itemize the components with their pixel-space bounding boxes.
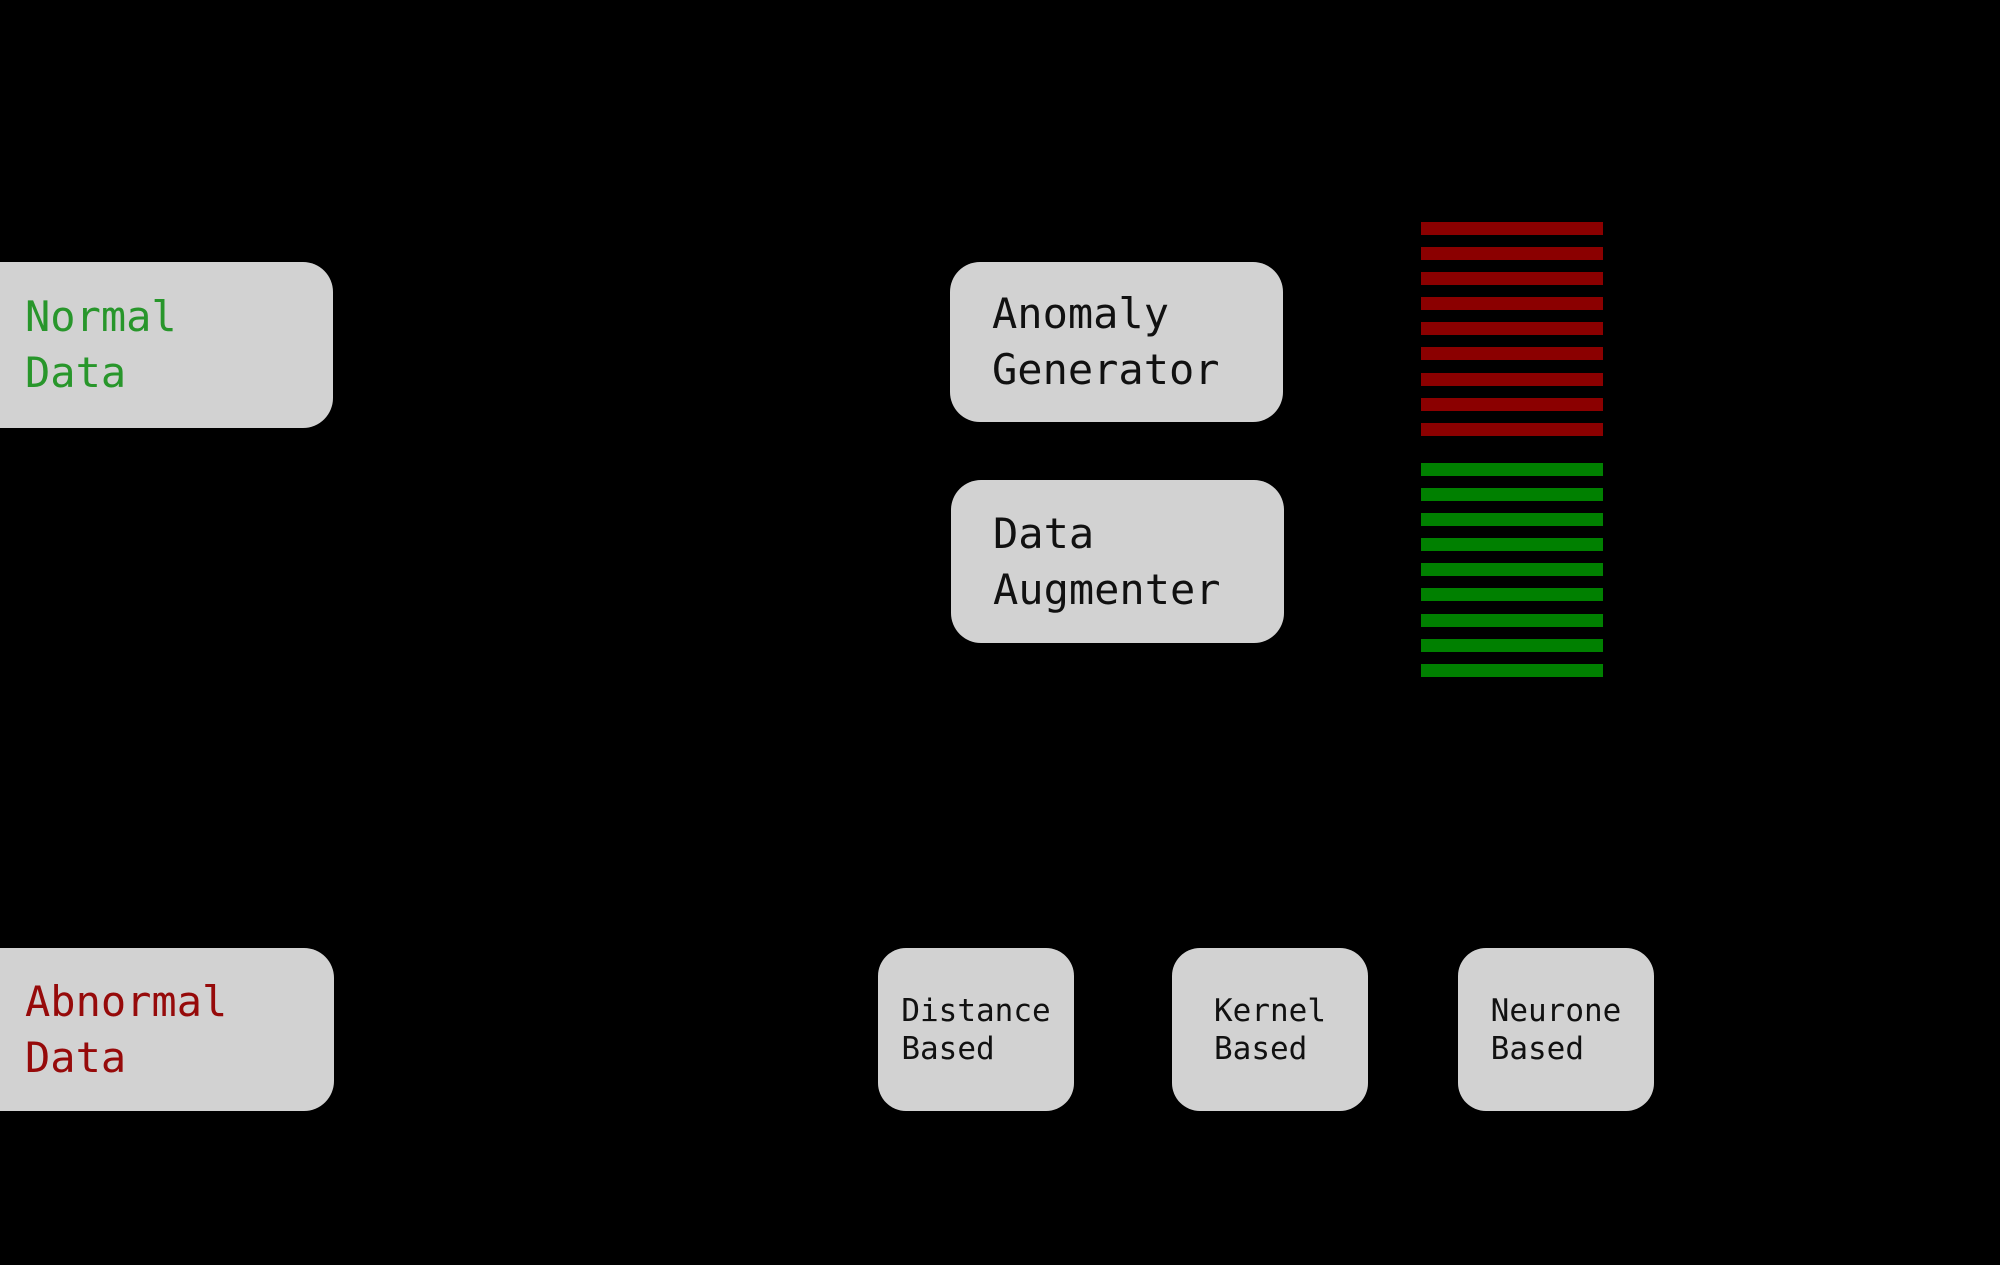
stripe: [1421, 538, 1603, 552]
stripe: [1421, 588, 1603, 602]
stripe: [1421, 638, 1603, 652]
data-augmenter-box: Data Augmenter: [951, 480, 1284, 643]
data-augmenter-label-line1: Data: [993, 508, 1095, 558]
distance-based-label-line2: Based: [901, 1030, 995, 1067]
stripe: [1421, 613, 1603, 627]
abnormal-data-label-line1: Abnormal: [25, 976, 228, 1026]
normal-data-label-line1: Normal: [25, 292, 177, 341]
neurone-based-label-line1: Neurone: [1490, 992, 1622, 1029]
distance-based-label-line1: Distance: [901, 992, 1051, 1029]
stripe: [1421, 463, 1603, 476]
stripe: [1421, 247, 1603, 261]
stripe: [1421, 272, 1603, 286]
neurone-based-label-line2: Based: [1490, 1030, 1584, 1067]
kernel-based-label-line1: Kernel: [1214, 992, 1326, 1029]
stripe: [1421, 663, 1603, 677]
normal-sample-stripes: [1421, 463, 1603, 677]
normal-data-label-line2: Data: [25, 348, 127, 397]
stripe: [1421, 297, 1603, 311]
kernel-based-label-line2: Based: [1214, 1030, 1308, 1067]
kernel-based-box: Kernel Based: [1172, 948, 1368, 1111]
abnormal-data-box: Abnormal Data: [0, 948, 334, 1111]
stripe: [1421, 222, 1603, 235]
distance-based-box: Distance Based: [878, 948, 1074, 1111]
anomaly-generator-label-line2: Generator: [992, 345, 1220, 394]
data-augmenter-label-line2: Augmenter: [993, 564, 1221, 614]
stripe: [1421, 372, 1603, 386]
stripe: [1421, 397, 1603, 411]
stripe: [1421, 563, 1603, 577]
stripe: [1421, 422, 1603, 436]
anomaly-generator-box: Anomaly Generator: [950, 262, 1283, 422]
anomaly-generator-label-line1: Anomaly: [992, 289, 1170, 338]
normal-data-box: Normal Data: [0, 262, 333, 428]
stripe: [1421, 322, 1603, 336]
neurone-based-box: Neurone Based: [1458, 948, 1654, 1111]
abnormal-data-label-line2: Data: [25, 1032, 127, 1082]
stripe: [1421, 347, 1603, 361]
stripe: [1421, 488, 1603, 502]
abnormal-sample-stripes: [1421, 222, 1603, 436]
stripe: [1421, 513, 1603, 527]
